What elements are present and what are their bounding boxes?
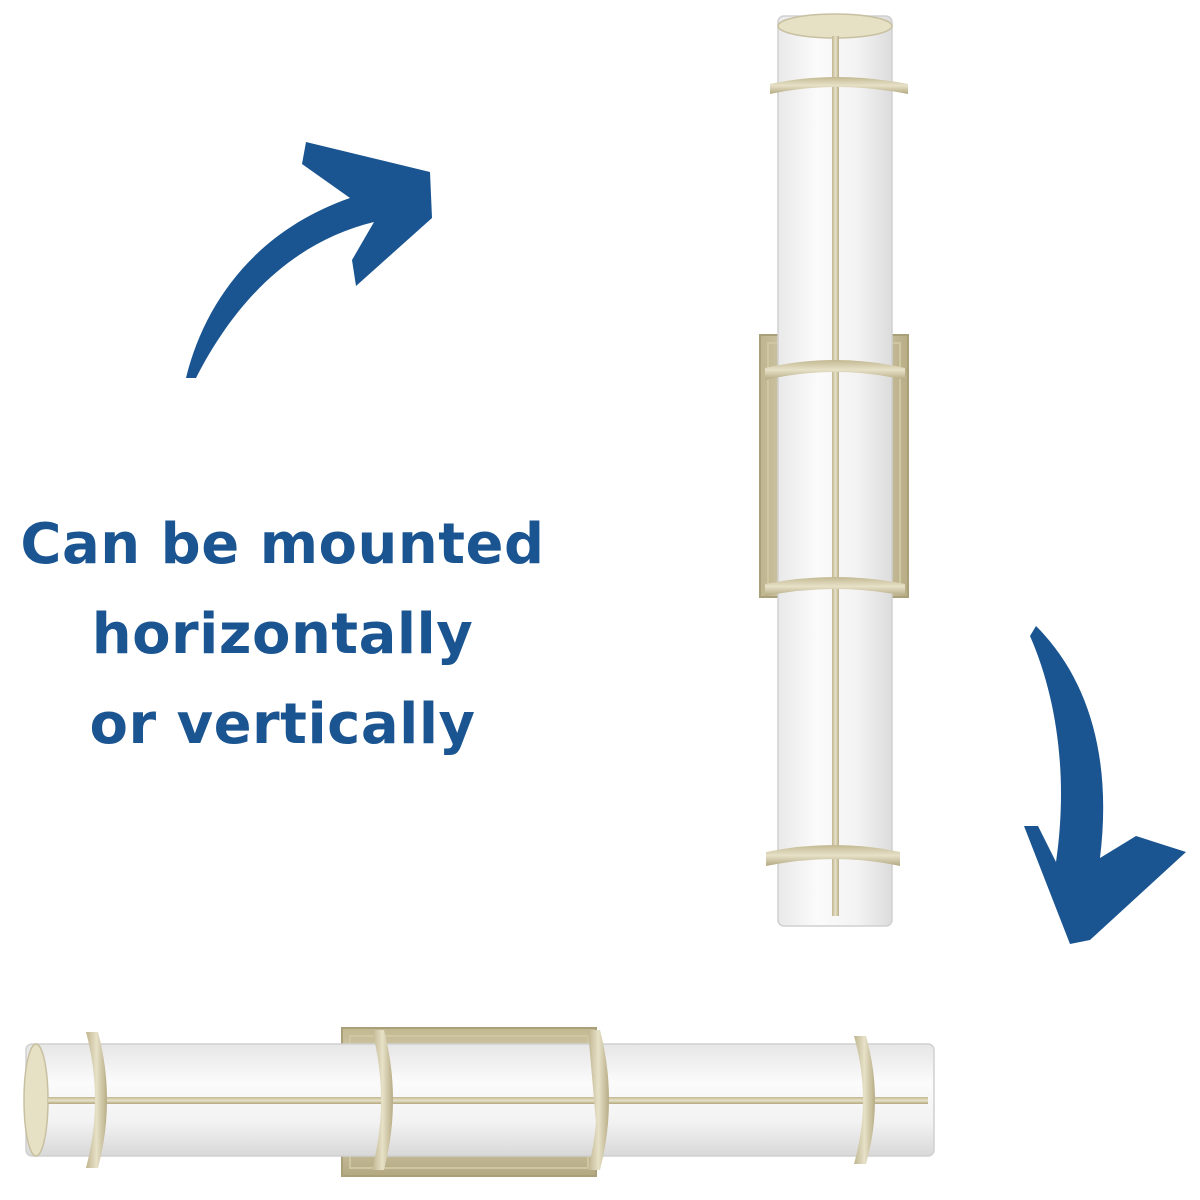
mounting-caption: Can be mounted horizontally or verticall… [0, 500, 565, 770]
caption-line-3: or vertically [89, 692, 476, 757]
vertical-fixture [759, 13, 909, 927]
caption-line-2: horizontally [91, 602, 474, 667]
curved-arrow-down-icon [1024, 626, 1186, 944]
caption-line-1: Can be mounted [20, 512, 545, 577]
curved-arrow-up-right-icon [186, 142, 432, 378]
horizontal-fixture [23, 1027, 935, 1177]
